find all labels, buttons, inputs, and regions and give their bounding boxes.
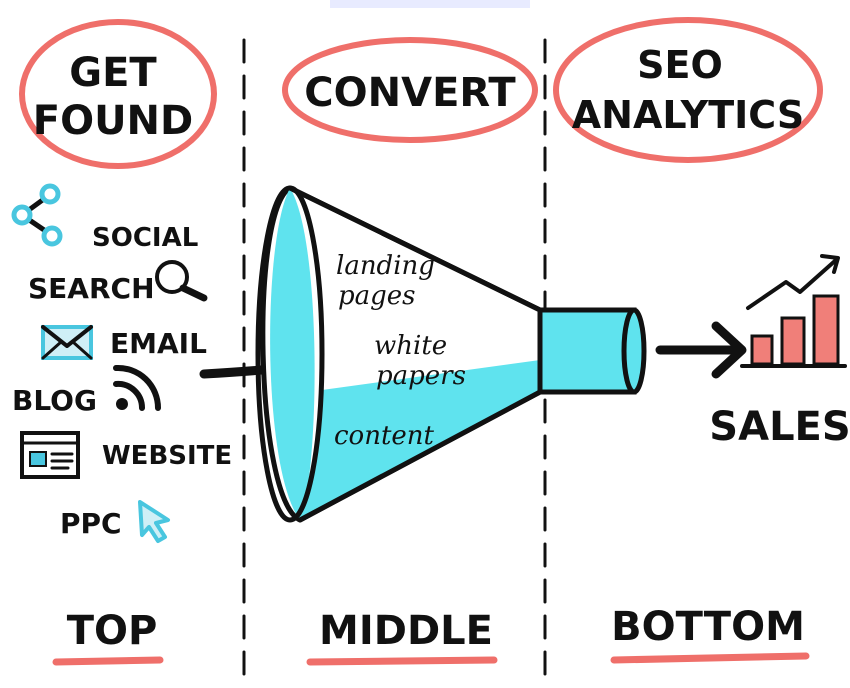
channel-website: WEBSITE — [20, 431, 232, 479]
rising-bar-chart-icon — [740, 254, 847, 368]
heading-line2: FOUND — [33, 98, 194, 144]
channel-label: EMAIL — [110, 327, 207, 360]
heading-get-found: GET FOUND — [19, 19, 217, 169]
funnel-item: pages — [338, 281, 416, 311]
channel-label: SOCIAL — [92, 223, 198, 253]
heading-seo-analytics: SEO ANALYTICS — [553, 17, 823, 163]
heading-line1: SEO — [637, 43, 723, 87]
stage-label: BOTTOM — [611, 604, 805, 650]
channel-social: SOCIAL — [11, 183, 198, 253]
top-band — [330, 0, 530, 8]
rss-icon — [113, 364, 162, 411]
channel-label: SEARCH — [28, 272, 155, 305]
share-icon — [11, 183, 63, 247]
magnifier-icon — [155, 260, 208, 302]
heading-oval — [553, 17, 823, 163]
heading-line1: GET — [69, 50, 157, 96]
funnel-item: content — [334, 421, 435, 451]
heading-oval — [282, 37, 538, 143]
funnel-spout — [537, 307, 637, 395]
cursor-icon — [138, 500, 170, 543]
channel-label: PPC — [60, 507, 122, 540]
heading-oval — [19, 19, 217, 169]
funnel-item: white — [374, 331, 447, 361]
arrow-to-sales — [655, 321, 747, 379]
funnel-item: landing — [336, 251, 435, 281]
channel-label: BLOG — [12, 384, 97, 417]
stage-label-bottom: BOTTOM — [610, 604, 810, 664]
stage-label-middle: MIDDLE — [306, 608, 498, 666]
stage-label-top: TOP — [52, 608, 164, 666]
channel-blog: BLOG — [12, 364, 162, 417]
channel-label: WEBSITE — [102, 441, 232, 471]
envelope-icon — [41, 325, 93, 360]
funnel: landing pages white papers content — [255, 185, 647, 523]
heading-convert: CONVERT — [282, 37, 538, 143]
stage-label: TOP — [67, 608, 158, 654]
stage-label: MIDDLE — [319, 608, 493, 654]
channel-email: EMAIL — [41, 325, 207, 360]
channel-search: SEARCH — [28, 260, 208, 305]
funnel-item: papers — [376, 361, 466, 391]
heading-line1: CONVERT — [304, 70, 516, 116]
sales-label: SALES — [709, 404, 850, 450]
funnel-mouth — [255, 185, 325, 523]
channel-ppc: PPC — [60, 500, 170, 543]
webpage-icon — [20, 431, 80, 479]
heading-line2: ANALYTICS — [572, 93, 804, 137]
